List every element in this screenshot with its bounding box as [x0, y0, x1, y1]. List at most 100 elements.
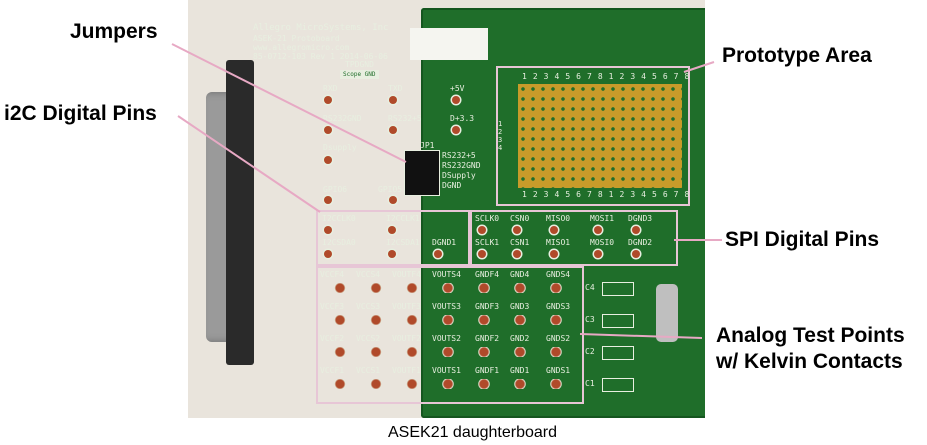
pad — [389, 196, 397, 204]
board-url: www.allegromicro.com — [253, 43, 350, 52]
prototype-leader — [683, 61, 715, 73]
board-product: ASEK-21 Protoboard — [253, 34, 340, 43]
label-5v: +5V — [450, 84, 465, 93]
jp1-label: JP1 — [420, 141, 435, 150]
label-dsupply: Dsupply — [323, 143, 357, 152]
label-gndf2: GNDF2 — [475, 334, 500, 343]
label-vccs1: VCCS1 — [356, 366, 381, 375]
label-c4: C4 — [585, 283, 595, 292]
label-gpio5: GPIO5 — [378, 185, 403, 194]
pad — [452, 96, 460, 104]
pad — [550, 250, 558, 258]
label-mosi1: MOSI1 — [590, 214, 615, 223]
pad — [324, 226, 332, 234]
spi-box — [470, 210, 678, 266]
label-i2csda0: I2CSDA0 — [322, 238, 356, 247]
label-dgnd2: DGND2 — [628, 238, 653, 247]
label-gnd4: GND4 — [510, 270, 530, 279]
proto-col-numbers-top: 1 2 3 4 5 6 7 8 1 2 3 4 5 6 7 8 — [522, 72, 690, 81]
pad — [389, 96, 397, 104]
label-gnds2: GNDS2 — [546, 334, 571, 343]
pad — [388, 250, 396, 258]
pad — [389, 126, 397, 134]
label-gndf3: GNDF3 — [475, 302, 500, 311]
pad — [434, 250, 442, 258]
label-gndf1: GNDF1 — [475, 366, 500, 375]
proto-area-box — [496, 66, 690, 206]
pad — [478, 250, 486, 258]
label-miso1: MISO1 — [546, 238, 571, 247]
pad — [324, 250, 332, 258]
pad — [324, 96, 332, 104]
label-mosi0: MOSI0 — [590, 238, 615, 247]
label-gnd1: GND1 — [510, 366, 530, 375]
label-voutf2: VOUTF2 — [392, 334, 421, 343]
label-vccf1: VCCF1 — [320, 366, 345, 375]
cap-footprint — [602, 314, 634, 328]
proto-col-numbers-bottom: 1 2 3 4 5 6 7 8 1 2 3 4 5 6 7 8 — [522, 190, 690, 199]
pad — [594, 250, 602, 258]
label-txd: TXD — [388, 84, 403, 93]
label-vccs2: VCCS2 — [356, 334, 381, 343]
label-sclk0: SCLK0 — [475, 214, 500, 223]
label-gpio6: GPIO6 — [323, 185, 348, 194]
label-vouts1: VOUTS1 — [432, 366, 461, 375]
label-dgnd3: DGND3 — [628, 214, 653, 223]
label-vouts4: VOUTS4 — [432, 270, 461, 279]
label-vccs4: VCCS4 — [356, 270, 381, 279]
pad — [632, 250, 640, 258]
label-voutf1: VOUTF1 — [392, 366, 421, 375]
label-sclk1: SCLK1 — [475, 238, 500, 247]
label-voutf3: VOUTF3 — [392, 302, 421, 311]
board-maker: Allegro MicroSystems, Inc — [253, 23, 389, 33]
callout-prototype: Prototype Area — [722, 44, 872, 67]
label-gnds4: GNDS4 — [546, 270, 571, 279]
pad — [324, 126, 332, 134]
label-i2cclk0: I2CCLK0 — [322, 214, 356, 223]
jumper-label-rs232gnd: RS232GND — [442, 161, 481, 170]
scope-gnd-clip — [656, 284, 678, 342]
pad — [594, 226, 602, 234]
pad — [388, 226, 396, 234]
pad — [513, 250, 521, 258]
i2c-leader — [177, 115, 321, 213]
label-vouts3: VOUTS3 — [432, 302, 461, 311]
proto-row-numbers: 1 2 3 4 — [498, 120, 503, 152]
callout-analog-line2: w/ Kelvin Contacts — [716, 350, 903, 373]
callout-i2c: i2C Digital Pins — [4, 102, 157, 125]
figure-caption: ASEK21 daughterboard — [388, 424, 558, 441]
i2c-box — [316, 210, 470, 266]
cap-footprint — [602, 378, 634, 392]
jumper-label-rs232-5: RS232+5 — [442, 151, 476, 160]
label-voutf4: VOUTF4 — [392, 270, 421, 279]
analog-leader — [579, 333, 703, 339]
callout-spi: SPI Digital Pins — [725, 228, 880, 251]
jumpers-leader — [171, 43, 407, 163]
tpdgnd-label: TPDGND — [345, 60, 374, 69]
analog-pad-row — [322, 283, 574, 293]
label-gnds3: GNDS3 — [546, 302, 571, 311]
label-rs232-5: RS232+5 — [388, 114, 422, 123]
label-miso0: MISO0 — [546, 214, 571, 223]
board-revision: 85-0712-103 Rev 1 2014-06-06 — [253, 52, 388, 61]
cap-footprint — [602, 346, 634, 360]
label-vccf4: VCCF4 — [320, 270, 345, 279]
pad — [324, 196, 332, 204]
label-gnd3: GND3 — [510, 302, 530, 311]
jumper-label-dgnd: DGND — [442, 181, 462, 190]
label-vccs3: VCCS3 — [356, 302, 381, 311]
label-vccf2: VCCF2 — [320, 334, 345, 343]
label-gnd2: GND2 — [510, 334, 530, 343]
pad — [324, 156, 332, 164]
db25-shell — [226, 60, 254, 365]
pad — [452, 126, 460, 134]
label-rxd: RXD — [323, 84, 338, 93]
label-c3: C3 — [585, 315, 595, 324]
jumper-label-dsupply: DSupply — [442, 171, 476, 180]
analog-pad-row — [322, 379, 574, 389]
scope-gnd-label: Scope GND — [340, 70, 379, 79]
analog-pad-row — [322, 347, 574, 357]
proto-grid — [518, 84, 682, 188]
